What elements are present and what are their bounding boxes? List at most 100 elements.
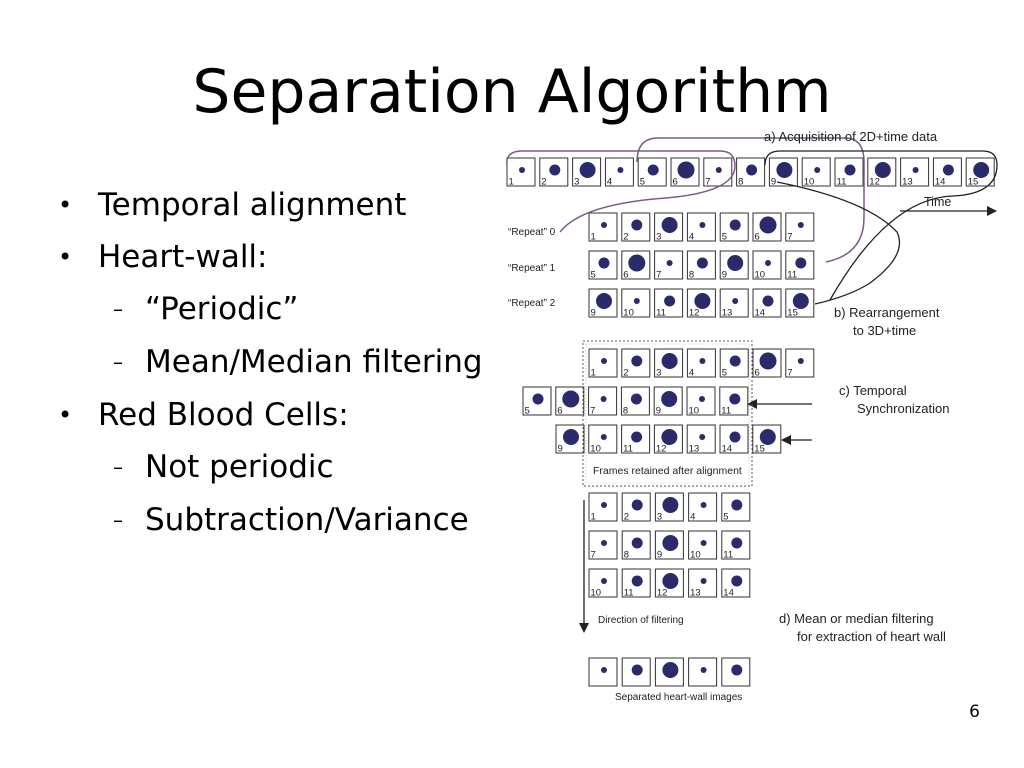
frame-number: 13 [902, 177, 913, 188]
frame-dot [633, 298, 640, 304]
frame-dot [776, 162, 793, 178]
frame-number: 10 [623, 308, 634, 319]
frame-number: 2 [541, 177, 546, 188]
frame-number: 5 [722, 232, 727, 243]
frame-number: 3 [656, 232, 661, 243]
frame-dot [732, 298, 739, 304]
frame-dot [519, 167, 525, 173]
frame-number: 7 [787, 368, 792, 379]
bullet-marker: • [58, 401, 73, 429]
frame-dot [797, 358, 804, 364]
frame-dot [677, 161, 695, 179]
frame-dot [601, 358, 607, 364]
frame-dot [694, 293, 711, 309]
frame-dot [601, 667, 607, 673]
frame-dot [601, 540, 607, 546]
frame-dot [617, 167, 624, 173]
frame-number: 10 [804, 177, 815, 188]
label-repeat-0: “Repeat” 0 [508, 227, 556, 238]
frame-dot [731, 575, 743, 587]
frame-number: 7 [787, 232, 792, 243]
frame-dot [666, 260, 673, 266]
frame-dot [662, 497, 679, 513]
frame-number: 7 [705, 177, 710, 188]
frame-number: 3 [574, 177, 579, 188]
frame-dot [729, 219, 741, 231]
sub-bullet-marker: – [113, 455, 123, 479]
slide-title: Separation Algorithm [192, 57, 832, 127]
frame-dot [765, 260, 771, 266]
frame-dot [731, 499, 743, 511]
frame-dot [563, 429, 579, 445]
label-repeat-1: “Repeat” 1 [508, 263, 556, 274]
frame-number: 10 [590, 444, 601, 455]
frame-number: 6 [755, 368, 760, 379]
frame-dot [700, 540, 707, 546]
frame-number: 3 [656, 368, 661, 379]
frame-dot [631, 499, 643, 511]
label-rearrangement: b) Rearrangement [834, 305, 940, 320]
frame-dot [662, 573, 679, 589]
bracket-repeat-1 [636, 137, 865, 263]
frame-dot [562, 390, 580, 408]
frame-number: 7 [656, 270, 661, 281]
frame-number: 12 [689, 308, 700, 319]
frame-number: 8 [623, 406, 628, 417]
frame-number: 14 [723, 588, 734, 599]
frame-number: 2 [623, 232, 628, 243]
frame-number: 11 [721, 406, 731, 417]
sub-bullet-marker: – [113, 297, 123, 321]
frame-dot [647, 164, 659, 176]
frame-number: 13 [689, 444, 700, 455]
repeat-brackets [506, 137, 865, 263]
frame-box [506, 157, 536, 187]
frame-number: 1 [591, 368, 596, 379]
sub-bullet-text: Mean/Median filtering [145, 344, 483, 380]
frame-box [719, 348, 749, 378]
frame-number: 9 [657, 550, 662, 561]
frame-number: 12 [657, 588, 668, 599]
frame-box [785, 212, 815, 242]
frame-number: 6 [557, 406, 562, 417]
frame-dot [601, 222, 607, 228]
label-filtering: d) Mean or median filtering [779, 611, 934, 626]
rearrangement-curves [579, 150, 998, 633]
frame-dot [912, 167, 919, 173]
frame-number: 5 [591, 270, 596, 281]
sub-bullet-text: “Periodic” [145, 291, 299, 327]
frame-box [736, 157, 766, 187]
frame-number: 4 [689, 368, 694, 379]
frame-dot [729, 355, 741, 367]
frame-number: 10 [690, 550, 701, 561]
frame-number: 9 [771, 177, 776, 188]
frame-number: 10 [755, 270, 766, 281]
rearrangement-curve [776, 181, 901, 305]
frame-dot [661, 391, 678, 407]
frame-number: 7 [590, 406, 595, 417]
frame-number: 5 [723, 512, 728, 523]
bullet-text: Temporal alignment [98, 187, 407, 223]
frame-number: 11 [623, 444, 633, 455]
frame-dot [630, 393, 642, 405]
frame-number: 15 [754, 444, 765, 455]
frame-number: 4 [690, 512, 695, 523]
label-time: Time [924, 195, 951, 209]
frame-dot [662, 535, 679, 551]
retained-frames-box [582, 340, 753, 487]
label-direction: Direction of filtering [598, 615, 684, 626]
frame-dot [631, 575, 643, 587]
frame-dot [942, 164, 954, 176]
frame-dot [699, 222, 706, 228]
label-temporal: c) Temporal [839, 383, 907, 398]
frame-number: 3 [657, 512, 662, 523]
frame-dot [759, 352, 777, 370]
frame-dot [601, 578, 607, 584]
frame-number: 14 [755, 308, 766, 319]
frame-number: 5 [722, 368, 727, 379]
frame-dot [699, 396, 705, 402]
frame-dot [628, 254, 646, 272]
frame-number: 13 [690, 588, 701, 599]
frame-number: 8 [738, 177, 743, 188]
frame-number: 13 [722, 308, 733, 319]
frame-dot [631, 219, 643, 231]
